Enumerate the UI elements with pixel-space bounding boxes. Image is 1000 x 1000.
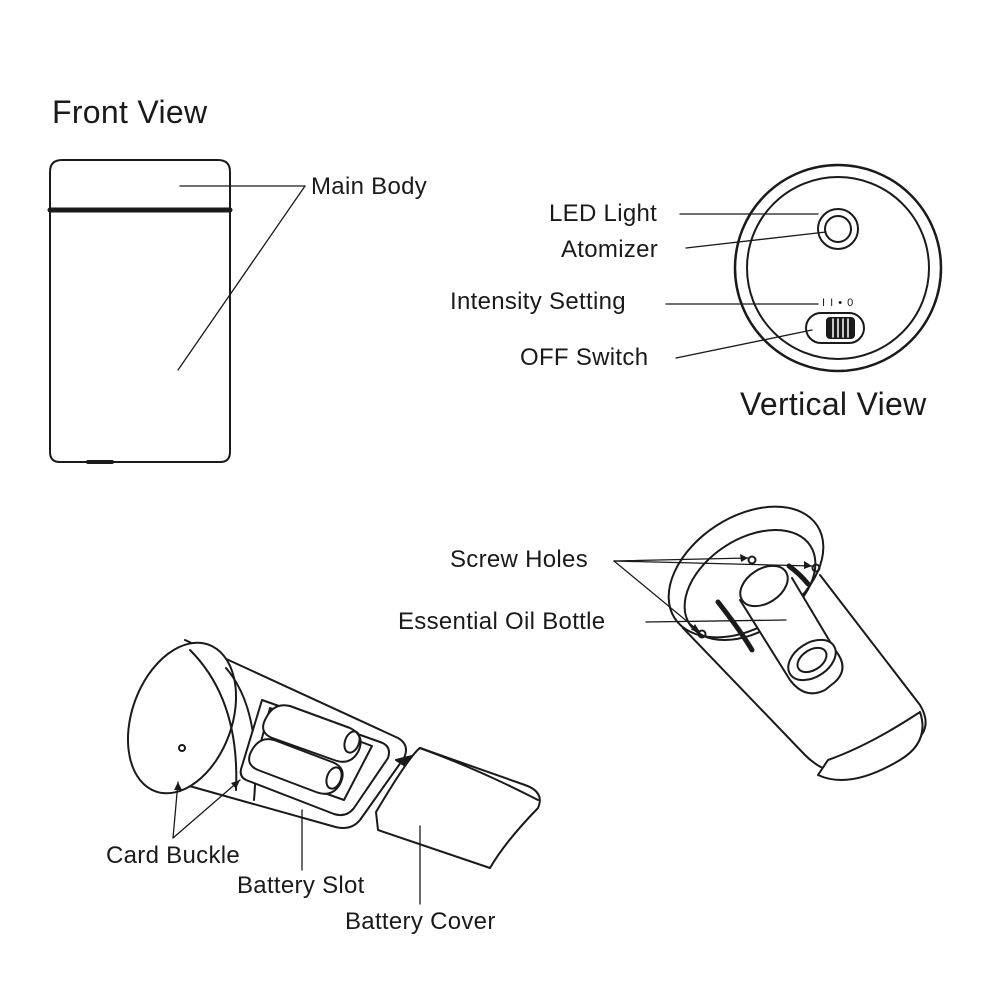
battery-slot-label: Battery Slot: [237, 872, 365, 899]
screw-hole: [811, 563, 821, 573]
vertical-view-title: Vertical View: [740, 386, 927, 422]
led-light-ring: [817, 208, 859, 250]
main-body-label: Main Body: [311, 173, 428, 200]
battery-view-device: [126, 639, 541, 905]
essential-oil-bottle-label: Essential Oil Bottle: [398, 608, 606, 635]
vertical-view-device: [665, 163, 943, 373]
battery-cover-label: Battery Cover: [345, 908, 496, 935]
card-buckle-label: Card Buckle: [106, 842, 241, 869]
bottle-view-device: [613, 505, 927, 781]
arrowheads: [174, 554, 812, 790]
off-switch: [805, 312, 865, 344]
front-view-title: Front View: [52, 94, 208, 130]
led-light-label: LED Light: [549, 200, 658, 227]
intensity-setting-label: Intensity Setting: [450, 288, 626, 315]
screw-holes-label: Screw Holes: [450, 546, 589, 573]
atomizer-hole: [824, 215, 852, 243]
screw-hole: [697, 629, 707, 639]
atomizer-label: Atomizer: [561, 236, 659, 263]
screw-hole: [747, 555, 757, 565]
switch-position-marks: I I • 0: [822, 297, 855, 309]
off-switch-label: OFF Switch: [520, 344, 649, 371]
front-view-device: [47, 159, 306, 464]
